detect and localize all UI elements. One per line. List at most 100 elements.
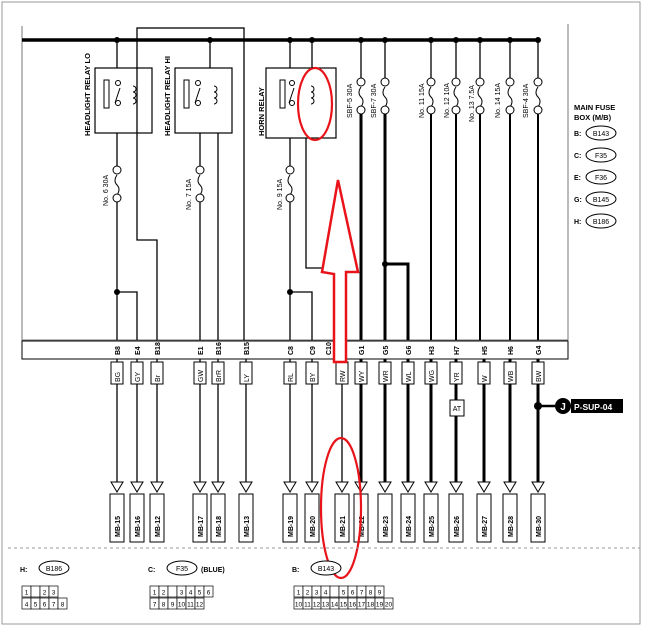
wire	[136, 40, 158, 340]
wire-color-label: WB	[508, 370, 515, 382]
mb-label: MB-17	[198, 516, 205, 537]
terminal-arrow	[239, 481, 253, 493]
conn-pin: 4	[25, 602, 29, 609]
wire-color-label: GW	[198, 370, 205, 382]
wire-color-box	[130, 361, 144, 385]
conn-pin: 3	[315, 590, 319, 597]
conn-pin: 2	[162, 590, 166, 597]
relay-label: HORN RELAY	[257, 87, 266, 136]
fuse-terminal	[426, 105, 436, 115]
legend-key: B:	[574, 131, 581, 138]
pin-label-G4: G4	[536, 346, 543, 355]
mb-label: MB-12	[155, 516, 162, 537]
pin-label-G1: G1	[359, 346, 366, 355]
mb-label: MB-22	[359, 516, 366, 537]
conn-cell	[203, 585, 214, 598]
pin-label-B16: B16	[216, 342, 223, 355]
wire-color-box	[424, 361, 438, 385]
at-box	[449, 399, 465, 417]
terminal-arrow	[110, 481, 124, 493]
fuse-terminal	[533, 105, 543, 115]
fuse-label: No. 13 7.5A	[469, 85, 476, 122]
mb-box	[129, 493, 145, 543]
pin-label-B15: B15	[244, 342, 251, 355]
fuse-terminal	[380, 77, 390, 87]
conn-pin: 1	[153, 590, 157, 597]
relay-label: HEADLIGHT RELAY LO	[83, 53, 92, 136]
fuse-terminal	[380, 105, 390, 115]
wire-color-box	[193, 361, 207, 385]
fuse-link	[477, 86, 483, 108]
fuse-box-legend: MAIN FUSE BOX (M/B) B:B143C:F35E:F36G:B1…	[574, 103, 617, 229]
mb-box	[334, 493, 350, 543]
conn-pin: 16	[349, 602, 357, 609]
legend-key: H:	[574, 219, 581, 226]
conn-name: B186	[46, 566, 62, 573]
terminal-arrow	[283, 481, 297, 493]
conn-pin: 8	[369, 590, 373, 597]
conn-pin: 20	[385, 602, 393, 609]
conn-pin: 7	[52, 602, 56, 609]
conn-prefix: C:	[148, 567, 155, 574]
conn-ellipse	[38, 560, 70, 576]
fuse-link	[382, 86, 388, 108]
legend-key: G:	[574, 197, 582, 204]
conn-pin: 2	[306, 590, 310, 597]
conn-pin: 4	[189, 590, 193, 597]
relay-headlight-hi: HEADLIGHT RELAY HI	[163, 56, 233, 136]
pin-label-G5: G5	[383, 346, 390, 355]
mb-box	[210, 493, 226, 543]
legend-connector: B145	[593, 197, 609, 204]
at-label: AT	[453, 406, 462, 413]
fuse-label: No. 12 10A	[444, 83, 451, 118]
fuse-terminal	[533, 77, 543, 87]
wire-color-label: BW	[536, 370, 543, 382]
terminal-arrow	[503, 481, 517, 493]
connector-strip	[21, 340, 569, 360]
conn-pin: 14	[331, 602, 339, 609]
relay-label: HEADLIGHT RELAY HI	[163, 56, 172, 136]
conn-pin: 5	[198, 590, 202, 597]
fuse-link	[197, 174, 203, 196]
wire-color-box	[503, 361, 517, 385]
wire-color-box	[354, 361, 368, 385]
terminal-arrow	[401, 481, 415, 493]
conn-prefix: B:	[292, 567, 299, 574]
conn-pin: 4	[324, 590, 328, 597]
fuse-terminal	[505, 77, 515, 87]
conn-pin: 12	[313, 602, 321, 609]
fuse-terminal	[285, 193, 295, 203]
junction-label: P-SUP-04	[574, 402, 613, 412]
terminal-arrow	[477, 481, 491, 493]
fuse-terminal	[451, 77, 461, 87]
wire-color-label: WR	[383, 370, 390, 382]
mb-label: MB-23	[383, 516, 390, 537]
wire-color-box	[110, 361, 124, 385]
mb-label: MB-24	[406, 516, 413, 537]
wire-color-label: WY	[359, 370, 366, 382]
highlight-arrow	[320, 179, 360, 364]
wire-color-box	[150, 361, 164, 385]
wire-color-label: W	[482, 375, 489, 382]
pin-label-C10: C10	[326, 342, 333, 355]
mb-box	[502, 493, 518, 543]
conn-pin: 2	[43, 590, 47, 597]
conn-name: F35	[176, 566, 188, 573]
connector-ellipse	[585, 147, 617, 163]
wire-color-label: BY	[310, 372, 317, 382]
terminal-arrow	[424, 481, 438, 493]
conn-pin: 8	[61, 602, 65, 609]
conn-pin: 5	[34, 602, 38, 609]
mb-box	[423, 493, 439, 543]
wire-color-label: BrR	[216, 370, 223, 382]
conn-pin: 7	[360, 590, 364, 597]
mb-label: MB-25	[429, 516, 436, 537]
mb-box	[377, 493, 393, 543]
conn-cell	[383, 597, 394, 610]
conn-pin: 3	[52, 590, 56, 597]
wire-color-label: WL	[406, 371, 413, 382]
conn-cell	[374, 585, 385, 598]
pin-label-E4: E4	[135, 346, 142, 355]
legend-connector: F35	[595, 153, 607, 160]
